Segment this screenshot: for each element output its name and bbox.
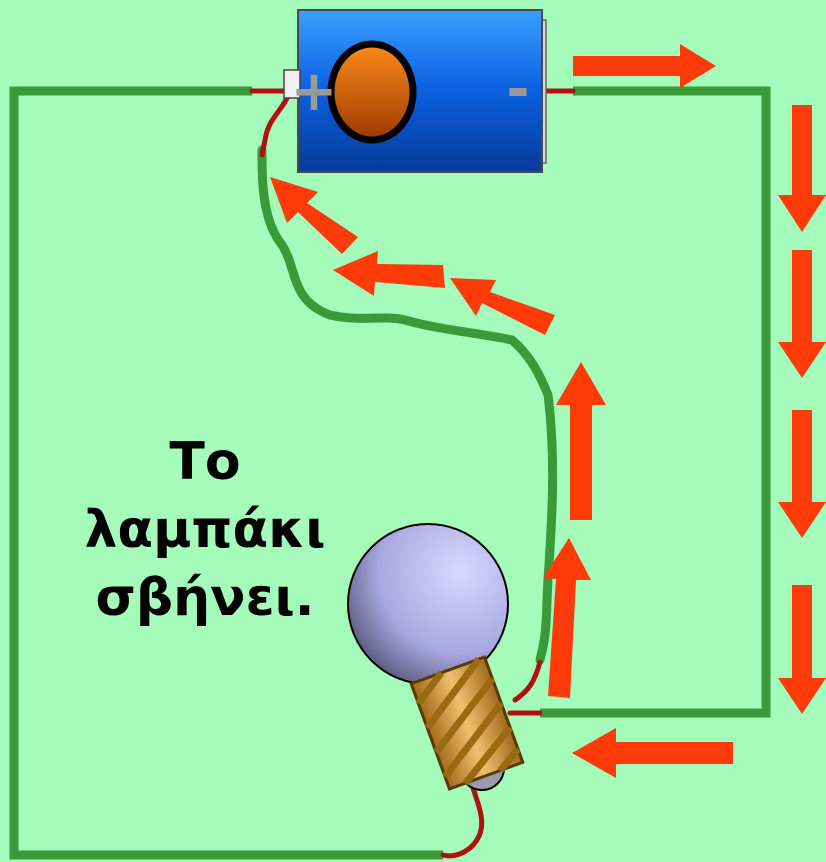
light-bulb-icon xyxy=(347,523,525,791)
current-arrow-icon xyxy=(556,362,606,520)
current-arrow-icon xyxy=(572,728,733,778)
circuit-wire xyxy=(9,86,771,860)
current-arrow-icon xyxy=(573,44,716,88)
current-arrow-icon xyxy=(778,105,826,232)
current-arrow-icon xyxy=(543,538,591,698)
caption-line-2: λαμπάκι xyxy=(84,500,326,560)
current-arrow-icon xyxy=(333,251,445,296)
current-arrows xyxy=(270,44,826,778)
current-arrow-icon xyxy=(778,250,826,378)
current-arrow-icon xyxy=(778,410,826,538)
jumper-wire xyxy=(257,145,558,665)
caption: Το λαμπάκι σβήνει. xyxy=(40,428,370,632)
bulb-base xyxy=(409,655,525,791)
caption-line-3: σβήνει. xyxy=(95,568,315,628)
battery-minus-symbol: - xyxy=(506,57,529,122)
caption-line-1: Το xyxy=(169,432,241,492)
current-arrow-icon xyxy=(778,585,826,714)
battery-plus-symbol: + xyxy=(291,59,338,124)
battery-icon: + - xyxy=(283,9,547,173)
battery-cap xyxy=(327,40,417,144)
current-arrow-icon xyxy=(450,278,555,335)
current-arrow-icon xyxy=(270,177,358,254)
